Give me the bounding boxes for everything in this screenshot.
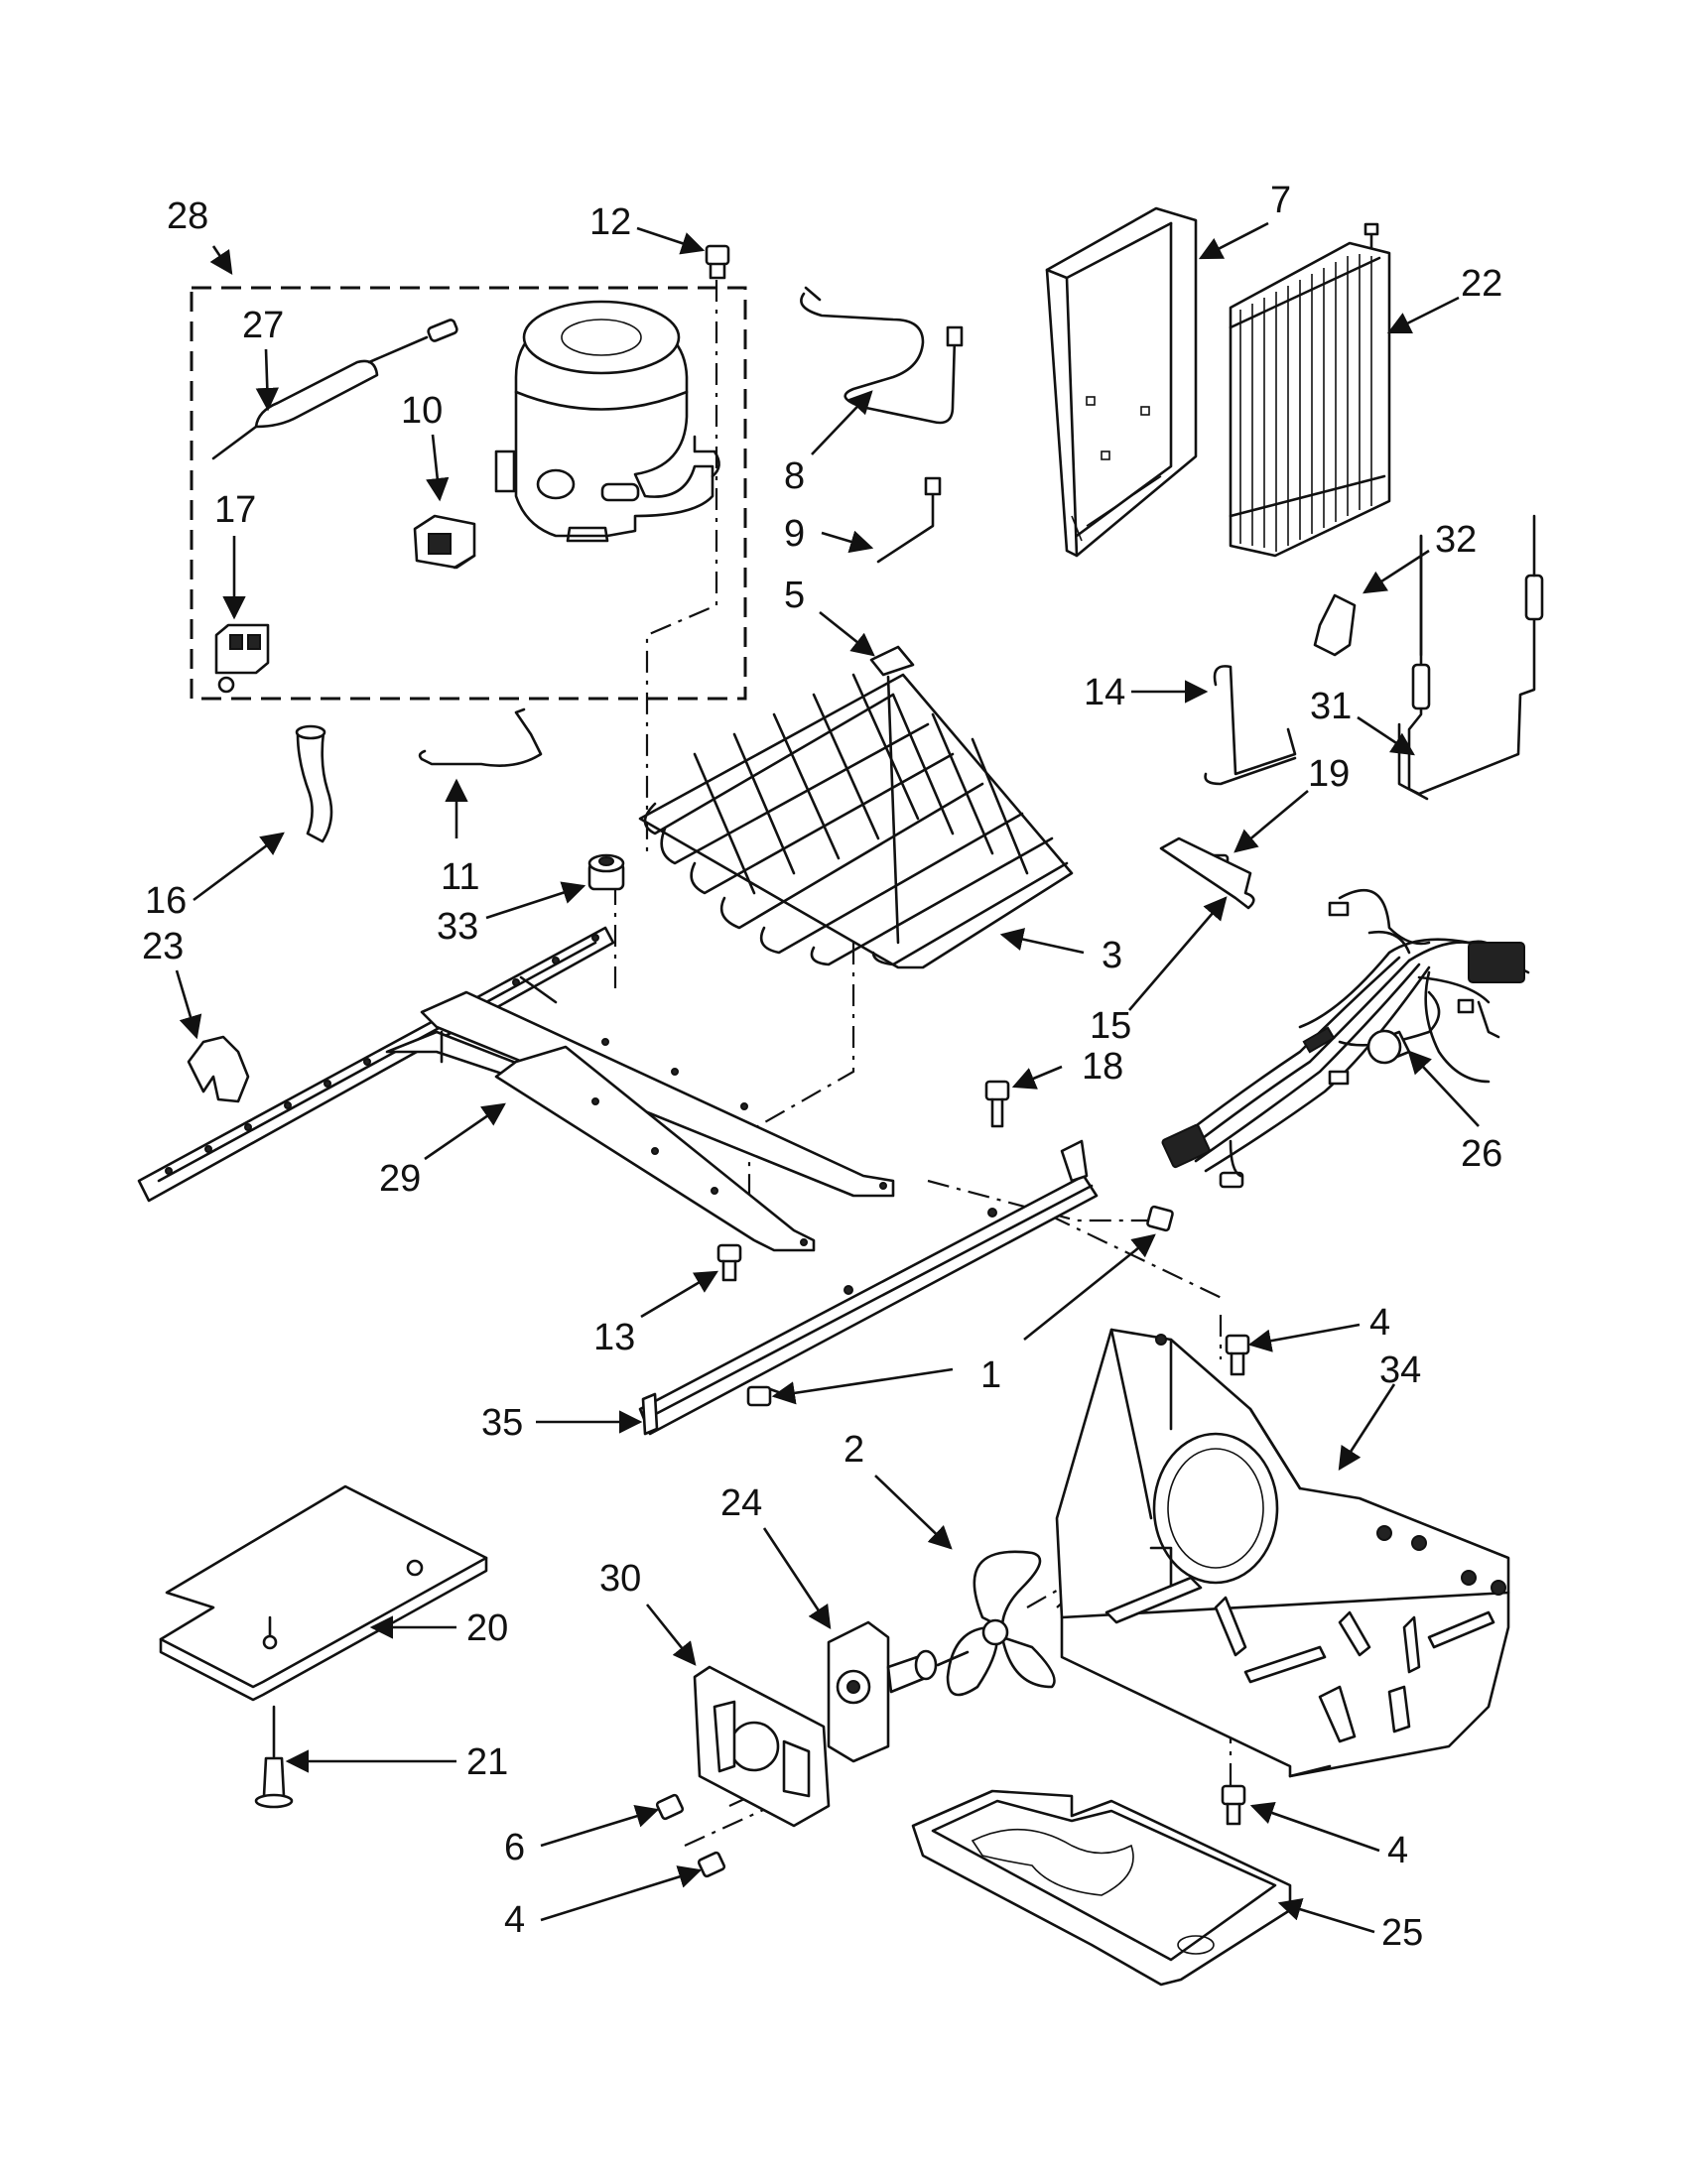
callout-19: 19 [1308,753,1350,795]
panel-20[interactable] [159,1484,488,1702]
screw-4-top-right[interactable] [1225,1334,1250,1376]
fan-blade-2[interactable] [946,1550,1056,1697]
leveler-21[interactable] [254,1705,294,1809]
callout-18: 18 [1082,1046,1123,1088]
assembly-line [645,280,718,853]
screw-18[interactable] [984,1080,1010,1128]
assembly-line [1026,1587,1063,1608]
callout-20: 20 [466,1607,508,1649]
callout-32: 32 [1435,519,1477,561]
screw-6[interactable] [655,1793,685,1821]
callout-33: 33 [437,906,478,948]
callout-29: 29 [379,1158,421,1200]
callout-23: 23 [142,926,184,967]
callout-12: 12 [589,201,631,243]
motor-bracket-30[interactable] [693,1665,831,1828]
callout-5: 5 [784,575,805,616]
callout-25: 25 [1381,1912,1423,1954]
callout-2: 2 [844,1429,864,1471]
callout-31: 31 [1310,686,1352,727]
condenser-shroud-7[interactable] [1045,206,1198,558]
callout-3: 3 [1102,935,1122,976]
assembly-line [1049,1215,1227,1301]
clip-5[interactable] [869,645,915,677]
condenser-coil-22[interactable] [1229,222,1391,558]
bracket-15[interactable] [1159,836,1255,910]
capillary-tube-27[interactable] [211,319,458,460]
callout-27: 27 [242,305,284,346]
callout-6: 6 [504,1827,525,1868]
grommet-33[interactable] [587,853,625,891]
callout-35: 35 [481,1402,523,1444]
base-pan-34[interactable] [1055,1328,1510,1778]
coil-3[interactable] [638,673,1074,969]
screw-4-bracket[interactable] [697,1851,726,1878]
callout-30: 30 [599,1558,641,1600]
callout-34: 34 [1379,1349,1421,1391]
relay-10[interactable] [413,514,476,570]
callout-4-bracket: 4 [504,1899,525,1941]
callout-labels: 28 12 7 22 27 10 17 8 9 5 32 14 31 19 16… [142,180,1502,1954]
wire-harness-26[interactable] [1161,888,1530,1189]
callout-13: 13 [593,1317,635,1358]
callout-4-top: 4 [1369,1302,1390,1344]
callout-15: 15 [1090,1005,1131,1047]
callout-17: 17 [214,489,256,531]
frame-rails-29[interactable] [137,926,895,1252]
callout-24: 24 [720,1482,762,1524]
bracket-14[interactable] [1204,665,1297,786]
leader-lines [175,221,1480,1934]
callout-22: 22 [1461,263,1502,305]
callout-16: 16 [145,880,187,922]
callout-8: 8 [784,455,805,497]
fan-motor-24[interactable] [827,1620,970,1763]
assembly-line [927,1179,1166,1222]
compressor[interactable] [494,300,720,543]
compressor-kit-boundary [190,286,747,701]
screw-13[interactable] [716,1243,742,1282]
callout-10: 10 [401,390,443,432]
callout-1: 1 [980,1354,1001,1396]
channel-bracket-35[interactable] [638,1139,1099,1436]
callout-14: 14 [1084,672,1125,713]
drain-hose-16[interactable] [295,724,333,843]
drain-pan-25[interactable] [911,1789,1292,1987]
screw-4-lower-right[interactable] [1221,1784,1246,1826]
callout-28: 28 [167,195,208,237]
callout-21: 21 [466,1741,508,1783]
overload-17[interactable] [214,623,270,694]
callout-7: 7 [1270,180,1291,221]
callout-4-lower: 4 [1387,1830,1408,1871]
wire-11[interactable] [418,707,543,767]
screw-12[interactable] [705,244,730,280]
clip-32[interactable] [1313,593,1357,657]
callout-9: 9 [784,513,805,555]
tube-assembly-31[interactable] [1397,514,1544,801]
callout-11: 11 [441,856,479,898]
screw-1-upper[interactable] [1146,1205,1174,1232]
discharge-tube-8[interactable] [800,286,964,425]
tube-9[interactable] [876,476,942,564]
clip-23[interactable] [187,1035,250,1103]
callout-26: 26 [1461,1133,1502,1175]
